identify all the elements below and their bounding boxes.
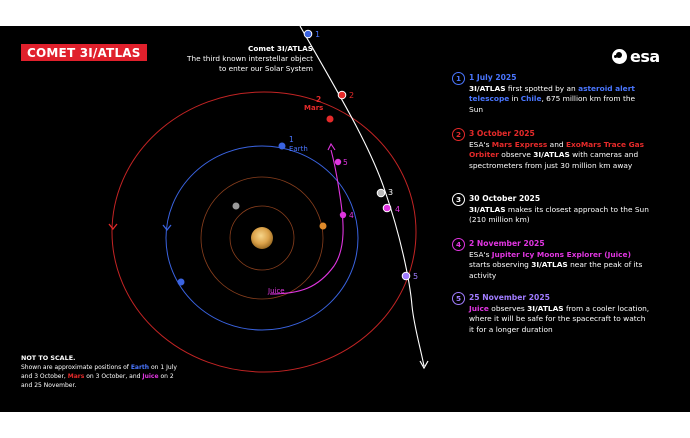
event-2-date: 3 October 2025: [469, 129, 535, 138]
text-segment: from a cooler location, where it will be…: [469, 304, 650, 334]
juice-name-label: Juice: [267, 287, 285, 295]
juice-number-5-label: 5: [343, 158, 348, 167]
event-3-description: 3I/ATLAS makes its closest approach to t…: [469, 205, 651, 226]
event-2-number: 2: [452, 128, 465, 141]
esa-logo: esa: [612, 46, 660, 66]
footnote-text: Shown are approximate positions of Earth…: [21, 363, 181, 390]
text-segment: ESA's: [469, 140, 492, 149]
text-segment: 3I/ATLAS: [469, 84, 506, 93]
text-segment: 3I/ATLAS: [533, 150, 570, 160]
event-4-number: 4: [452, 238, 465, 251]
event-1-description: 3I/ATLAS first spotted by an asteroid al…: [469, 84, 651, 115]
comet-number-1-label: 1: [315, 30, 320, 39]
text-segment: 3I/ATLAS: [527, 304, 564, 313]
juice-trajectory: [269, 149, 344, 295]
event-4-description: ESA's Jupiter Icy Moons Explorer (Juice)…: [469, 250, 651, 281]
text-segment: and: [547, 140, 566, 149]
juice-trajectory-arrow-icon: [327, 142, 336, 151]
event-2-description: ESA's Mars Express and ExoMars Trace Gas…: [469, 140, 651, 171]
text-segment: observes: [488, 304, 528, 313]
text-segment: Mars: [67, 373, 85, 380]
comet-number-2-label: 2: [349, 91, 354, 100]
mars-orbit-chevron-icon: [108, 223, 118, 231]
text-segment: first spotted by an: [505, 84, 579, 93]
sun: [251, 227, 273, 249]
text-segment: near the peak of its activity: [469, 260, 643, 280]
comet-number-5-label: 5: [413, 272, 418, 281]
footnote-heading: NOT TO SCALE.: [21, 354, 76, 362]
footnote: NOT TO SCALE. Shown are approximate posi…: [21, 354, 181, 390]
text-segment: Earth: [130, 364, 150, 371]
event-4-date: 2 November 2025: [469, 239, 545, 248]
event-5-number: 5: [452, 292, 465, 305]
infographic-title: COMET 3I/ATLAS: [21, 44, 147, 61]
event-1-date: 1 July 2025: [469, 73, 517, 82]
esa-logo-icon: [612, 48, 627, 64]
text-segment: ESA's: [469, 250, 492, 259]
mars-name-label: Mars: [304, 104, 323, 112]
comet-path-arrow-icon: [419, 360, 429, 370]
text-segment: observe: [498, 150, 534, 160]
earth-position-1: [278, 142, 286, 150]
event-3-date: 30 October 2025: [469, 194, 541, 203]
text-segment: on 2 and 25 November.: [21, 373, 174, 389]
text-segment: Jupiter Icy Moons Explorer (Juice): [491, 250, 631, 259]
mars-orbit: [111, 91, 417, 373]
comet-name: Comet 3I/ATLAS: [247, 44, 313, 53]
text-segment: 3I/ATLAS: [469, 205, 506, 214]
comet-number-4-label: 4: [395, 205, 400, 214]
comet-marker-4: [382, 203, 392, 213]
comet-number-3-label: 3: [388, 188, 393, 197]
mercury-planet: [232, 202, 240, 210]
text-segment: ExoMars Trace Gas Orbiter: [469, 140, 645, 160]
text-segment: 3I/ATLAS: [531, 260, 568, 270]
comet-description-line-2: to enter our Solar System: [219, 64, 313, 73]
mercury-orbit: [229, 205, 295, 271]
comet-marker-5: [401, 271, 411, 281]
text-segment: in: [509, 94, 521, 104]
juice-number-4-label: 4: [349, 211, 354, 220]
mars-number-label: 2: [316, 95, 321, 104]
comet-description: Comet 3I/ATLAS The third known interstel…: [168, 44, 313, 74]
text-segment: starts observing: [469, 260, 532, 270]
text-segment: , 675 million km from the Sun: [469, 94, 636, 114]
text-segment: makes its closest approach to the Sun (2…: [469, 205, 649, 225]
venus-planet: [319, 222, 327, 230]
juice-position-4: [339, 211, 347, 219]
text-segment: with cameras and spectrometers from just…: [469, 150, 639, 170]
text-segment: on 1 July and 3 October,: [21, 364, 177, 380]
event-5-description: Juice observes 3I/ATLAS from a cooler lo…: [469, 304, 651, 335]
comet-marker-2: [337, 90, 347, 100]
text-segment: Juice: [469, 304, 489, 313]
text-segment: Mars Express: [491, 140, 548, 149]
venus-orbit: [200, 176, 324, 300]
event-3-number: 3: [452, 193, 465, 206]
earth-orbit: [165, 145, 359, 331]
infographic-canvas: 1 Earth 2 Mars Juice 4 5 1 2 3 4 5 COMET…: [0, 26, 690, 412]
text-segment: Shown are approximate positions of: [21, 364, 131, 371]
comet-marker-1: [303, 29, 313, 39]
event-5-date: 25 November 2025: [469, 293, 550, 302]
earth-number-label: 1: [289, 135, 294, 144]
text-segment: asteroid alert telescope: [469, 84, 635, 104]
mars-position-2: [326, 115, 334, 123]
earth-orbit-chevron-icon: [162, 224, 172, 232]
text-segment: on 3 October, and: [84, 373, 143, 380]
event-1-number: 1: [452, 72, 465, 85]
earth-name-label: Earth: [289, 145, 308, 153]
juice-position-5: [334, 158, 342, 166]
text-segment: Chile: [520, 94, 542, 104]
comet-marker-3: [376, 188, 386, 198]
comet-description-line-1: The third known interstellar object: [187, 54, 313, 63]
earth-position-2: [177, 278, 185, 286]
esa-logo-wordmark: esa: [630, 46, 660, 66]
solar-system-diagram: 1 Earth 2 Mars Juice 4 5 1 2 3 4 5: [108, 26, 429, 373]
text-segment: Juice: [142, 373, 159, 380]
comet-3i-atlas-path: [299, 26, 425, 367]
